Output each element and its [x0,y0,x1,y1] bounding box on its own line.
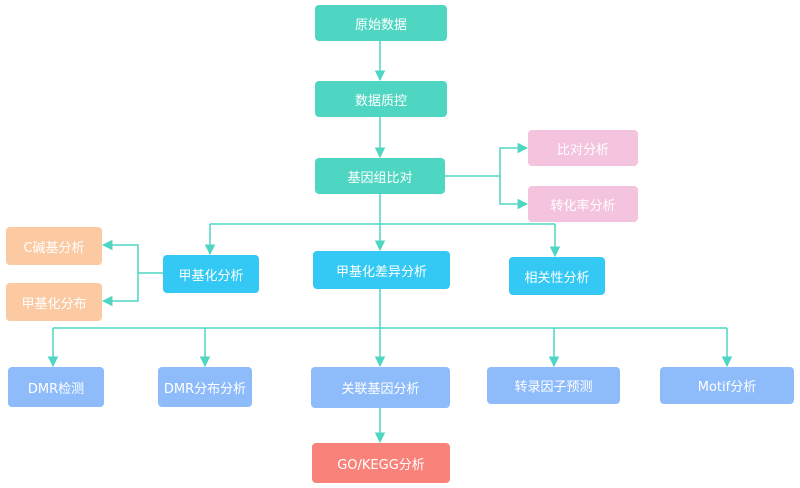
node-dmr-distribution-analysis: DMR分布分析 [158,367,252,407]
node-dmr-detection: DMR检测 [8,367,104,407]
edge-alignment-to-alignment-analysis [445,142,529,177]
node-associated-gene-analysis: 关联基因分析 [311,367,450,408]
edge-to-methylation-distribution [101,273,139,307]
node-motif-analysis: Motif分析 [660,367,794,404]
node-methylation-distribution: 甲基化分布 [6,283,102,321]
node-conversion-rate-analysis: 转化率分析 [528,186,638,222]
node-quality-control: 数据质控 [315,81,447,117]
node-raw-data: 原始数据 [315,5,447,41]
edge-alignment-to-conversion-rate [499,176,529,210]
node-c-base-analysis: C碱基分析 [6,227,102,265]
node-diff-methylation-analysis: 甲基化差异分析 [313,251,450,289]
edge-to-c-base [101,239,139,273]
node-genome-alignment: 基因组比对 [315,158,445,194]
node-go-kegg-analysis: GO/KEGG分析 [312,443,450,483]
node-alignment-analysis: 比对分析 [528,130,638,166]
node-tf-prediction: 转录因子预测 [487,367,620,404]
node-methylation-analysis: 甲基化分析 [163,255,259,293]
node-correlation-analysis: 相关性分析 [509,257,605,295]
